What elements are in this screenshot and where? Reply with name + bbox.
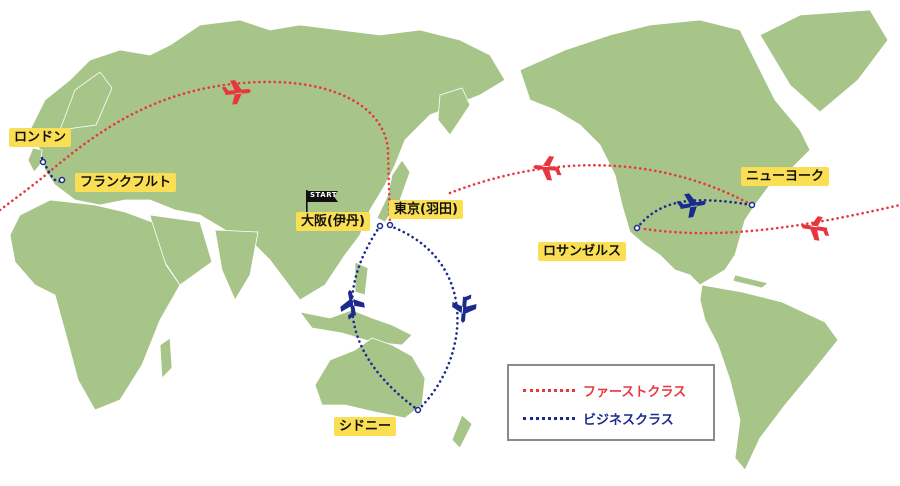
marker-london xyxy=(39,158,47,166)
airplane-icon xyxy=(340,290,365,320)
land-new-zealand xyxy=(451,414,473,449)
city-label-frankfurt: フランクフルト xyxy=(75,173,177,192)
legend-item-first-class: ファーストクラス xyxy=(523,380,686,400)
start-flag-label: START xyxy=(310,191,338,199)
marker-frankfurt xyxy=(58,176,66,184)
city-label-tokyo: 東京(羽田) xyxy=(389,200,463,219)
route-first-class-america xyxy=(448,163,900,235)
land-eurasia xyxy=(29,19,506,301)
city-label-los-angeles: ロサンゼルス xyxy=(538,242,627,261)
legend-label-first-class: ファーストクラス xyxy=(583,384,687,400)
marker-sydney xyxy=(414,406,422,414)
route-first-class-europe xyxy=(0,80,392,227)
land-australia xyxy=(314,337,426,419)
marker-los-angeles xyxy=(633,224,641,232)
airport-markers xyxy=(39,158,756,414)
airplane-icon xyxy=(533,156,562,181)
land-philippines xyxy=(354,261,369,296)
land-greenland xyxy=(759,9,889,113)
city-label-new-york: ニューヨーク xyxy=(741,167,830,186)
marker-new-york xyxy=(748,201,756,209)
airplane-icon xyxy=(801,216,830,241)
airplane-icon xyxy=(452,294,477,323)
airplane-icon xyxy=(676,193,706,218)
legend-label-business-class: ビジネスクラス xyxy=(583,412,674,428)
airplane-icon xyxy=(221,80,252,105)
land-madagascar xyxy=(159,337,173,379)
city-label-london: ロンドン xyxy=(9,128,72,147)
legend-item-business-class: ビジネスクラス xyxy=(523,408,674,428)
land-scandinavia xyxy=(59,71,113,131)
land-africa xyxy=(9,199,181,411)
land-kamchatka xyxy=(437,87,471,136)
legend-swatch-first-class xyxy=(523,388,575,392)
legend: ファーストクラス ビジネスクラス xyxy=(507,364,715,441)
land-great-britain xyxy=(27,147,43,173)
city-label-osaka: 大阪(伊丹) xyxy=(296,212,370,231)
marker-tokyo xyxy=(386,221,394,229)
land-india xyxy=(214,229,259,301)
legend-swatch-business-class xyxy=(523,416,575,420)
marker-osaka xyxy=(376,222,384,230)
land-caribbean xyxy=(732,274,769,289)
land-indonesia xyxy=(299,309,413,346)
land-south-america xyxy=(699,284,839,471)
start-flag-icon xyxy=(306,190,338,212)
city-label-sydney: シドニー xyxy=(334,417,397,436)
